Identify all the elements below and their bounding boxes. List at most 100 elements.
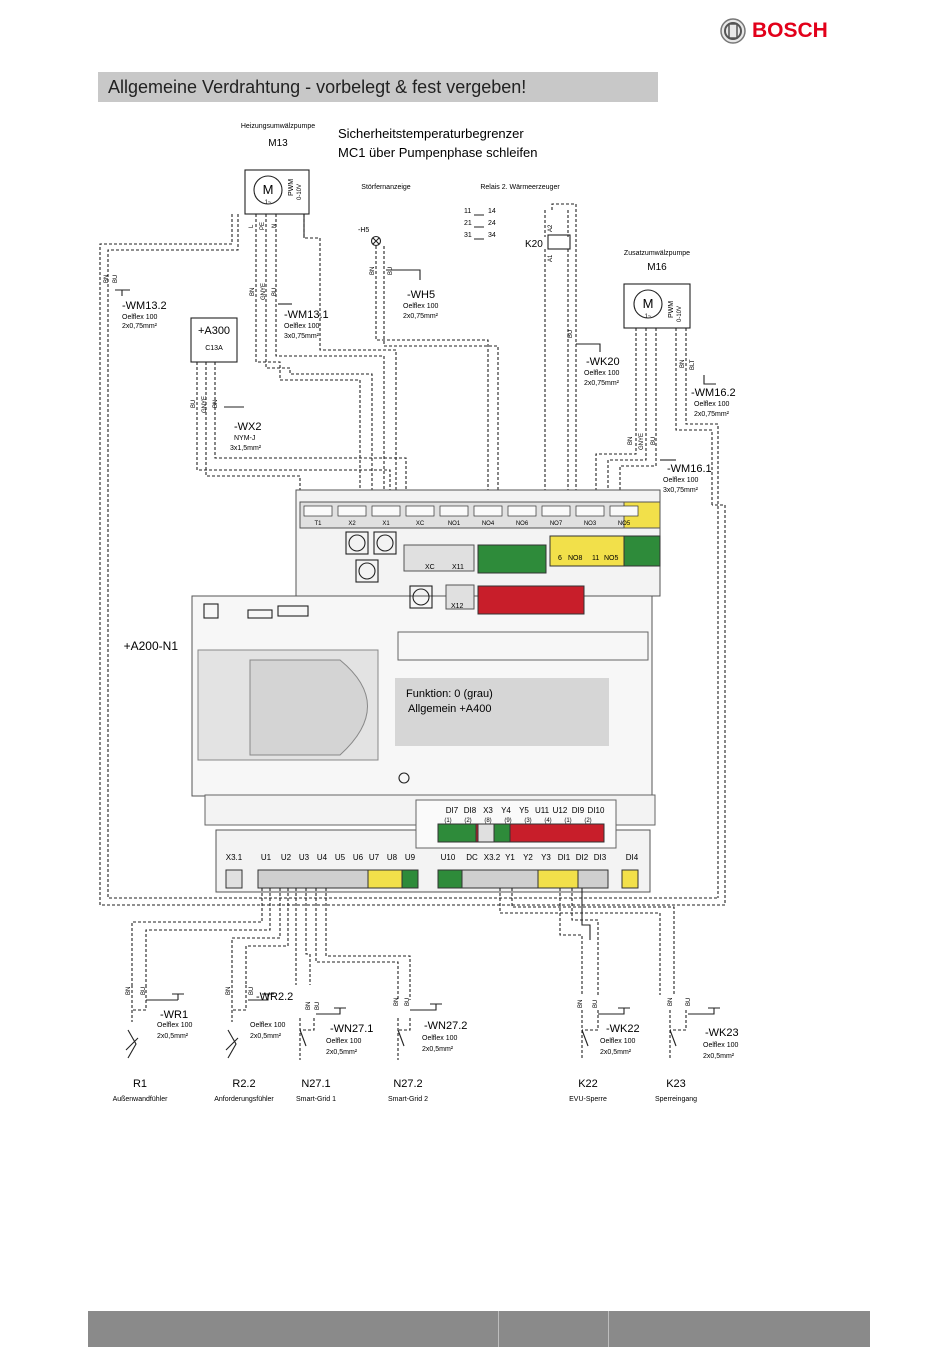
cable-wk22-spec: 2x0,5mm² <box>600 1049 632 1056</box>
relay-contact-34: 34 <box>488 232 496 239</box>
relay-a2: A2 <box>548 224 554 232</box>
bottom-terminal-label: U1 <box>261 853 272 862</box>
cable-wk23-type: Oelflex 100 <box>703 1042 739 1049</box>
relay-contact-24: 24 <box>488 220 496 227</box>
lower-cable-labels: BN BU BN BU BN BU BN BU BN BU BN BU -WR1… <box>126 987 739 1060</box>
cable-wr1: -WR1 <box>160 1009 188 1021</box>
h5-label: -H5 <box>358 227 369 234</box>
sensor-label: R2.2 <box>232 1078 255 1090</box>
m13-caption: Heizungsumwälzpumpe <box>241 123 315 130</box>
mid-yellow-no8: NO8 <box>568 555 583 562</box>
wm16-2-blt: BLT <box>690 359 696 370</box>
top-terminal-label: NO6 <box>516 521 529 527</box>
m13-label: M13 <box>268 138 288 149</box>
m16-phase: 1~ <box>645 314 652 320</box>
wx2-gnye: GNYE <box>202 396 208 413</box>
stb-note-line1: Sicherheitstemperaturbegrenzer <box>338 126 524 141</box>
lower-wiring <box>125 888 687 1060</box>
wm13-2-bu: BU <box>113 275 119 283</box>
wk23-bn: BN <box>668 998 674 1006</box>
cable-wn27-1-type: Oelflex 100 <box>326 1038 362 1045</box>
cable-wm16-2-spec: 2x0,75mm² <box>694 411 730 418</box>
bosch-armature-icon <box>720 18 746 44</box>
bottom-terminal-label: U4 <box>317 853 328 862</box>
wn27-2-bu: BU <box>405 998 411 1006</box>
wm13-1-gnye: GNYE <box>261 283 267 300</box>
wr2-2-bn: BN <box>226 987 232 995</box>
cable-wr1-type: Oelflex 100 <box>157 1022 193 1029</box>
upper-cable-labels: -WM13.2 Oelflex 100 2x0,75mm² -WM13.1 Oe… <box>115 269 736 494</box>
cable-wh5-type: Oelflex 100 <box>403 303 439 310</box>
top-terminal-screw <box>439 505 469 517</box>
cable-wm13-1-spec: 3x0,75mm² <box>284 333 320 340</box>
cable-wk23: -WK23 <box>705 1027 739 1039</box>
mid-yellow-6: 6 <box>558 555 562 562</box>
wn27-1-bn: BN <box>306 1002 312 1010</box>
mid-terminal-block: XC X11 X12 6 NO8 11 NO5 <box>345 531 661 615</box>
wh5-bn: BN <box>370 267 376 275</box>
bottom-upper-terminal-label: Y5 <box>519 806 529 815</box>
cable-wm13-1: -WM13.1 <box>284 309 329 321</box>
lamp-h5: Störfernanzeige -H5 <box>358 184 411 247</box>
m16-caption: Zusatzumwälzpumpe <box>624 250 690 257</box>
h5-caption: Störfernanzeige <box>361 184 411 191</box>
top-terminal-screw <box>303 505 333 517</box>
top-terminal-label: NO7 <box>550 521 563 527</box>
relay-contact-31: 31 <box>464 232 472 239</box>
function-box <box>395 678 609 746</box>
upper-wire-labels: BN BU BN GNYE BU BN BU BU BU GNYE BN BN … <box>104 267 696 450</box>
cable-wr2-2-type: Oelflex 100 <box>250 1022 286 1029</box>
sensor-label: K23 <box>666 1078 686 1090</box>
footer-divider <box>498 1311 499 1347</box>
cable-wn27-2: -WN27.2 <box>424 1020 467 1032</box>
a200-label: +A200-N1 <box>124 639 179 653</box>
wm16-1-bn: BN <box>628 437 634 445</box>
cable-wx2-type: NYM-J <box>234 435 255 442</box>
bottom-upper-terminal-number: (3) <box>524 818 531 824</box>
cable-wk20-spec: 2x0,75mm² <box>584 380 620 387</box>
bottom-terminal-label: U6 <box>353 853 364 862</box>
bottom-terminal-label: Y1 <box>505 853 515 862</box>
cable-wr2-2: -WR2.2 <box>256 991 293 1003</box>
cable-wm13-2-type: Oelflex 100 <box>122 314 158 321</box>
wr2-2-bu: BU <box>249 987 255 995</box>
mid-term-x12: X12 <box>451 603 464 610</box>
cable-wk20-type: Oelflex 100 <box>584 370 620 377</box>
wk23-bu: BU <box>686 998 692 1006</box>
wm13-1-bu: BU <box>272 288 278 296</box>
top-terminal-screw <box>541 505 571 517</box>
wx2-bn: BN <box>213 400 219 408</box>
cable-wh5: -WH5 <box>407 289 435 301</box>
mid-yellow-no5: NO5 <box>604 555 619 562</box>
wx2-bu: BU <box>191 400 197 408</box>
cable-wm16-1-spec: 3x0,75mm² <box>663 487 699 494</box>
relay-label: K20 <box>525 239 543 250</box>
wm16-2-bn: BN <box>680 360 686 368</box>
sensor-caption: Smart-Grid 1 <box>296 1096 336 1103</box>
bottom-terminal-label: DI3 <box>594 853 607 862</box>
top-terminal-screw <box>337 505 367 517</box>
top-terminal-screw <box>473 505 503 517</box>
cable-wk22-type: Oelflex 100 <box>600 1038 636 1045</box>
top-terminal-label: NO4 <box>482 521 495 527</box>
bottom-terminal-label: U3 <box>299 853 310 862</box>
cable-wn27-2-type: Oelflex 100 <box>422 1035 458 1042</box>
cable-wm16-1-type: Oelflex 100 <box>663 477 699 484</box>
relay-a1: A1 <box>548 254 554 262</box>
bottom-upper-terminal-label: U12 <box>553 806 568 815</box>
bottom-terminal-label: U7 <box>369 853 380 862</box>
wn27-1-bu: BU <box>315 1002 321 1010</box>
relay-contact-11: 11 <box>464 208 471 215</box>
bottom-terminal-label: U8 <box>387 853 398 862</box>
m13-pin-pe: PE <box>260 222 266 230</box>
relay-k20: Relais 2. Wärmeerzeuger 11 14 21 24 31 3… <box>464 184 571 262</box>
bottom-upper-terminal-number: (4) <box>544 818 551 824</box>
cable-wx2: -WX2 <box>234 421 262 433</box>
wk22-bu: BU <box>593 1000 599 1008</box>
sensor-label: R1 <box>133 1078 147 1090</box>
sensor-caption: Smart-Grid 2 <box>388 1096 428 1103</box>
bottom-terminal-label: U10 <box>441 853 456 862</box>
cable-wk20: -WK20 <box>586 356 620 368</box>
sensor-caption: Anforderungsfühler <box>214 1096 274 1103</box>
